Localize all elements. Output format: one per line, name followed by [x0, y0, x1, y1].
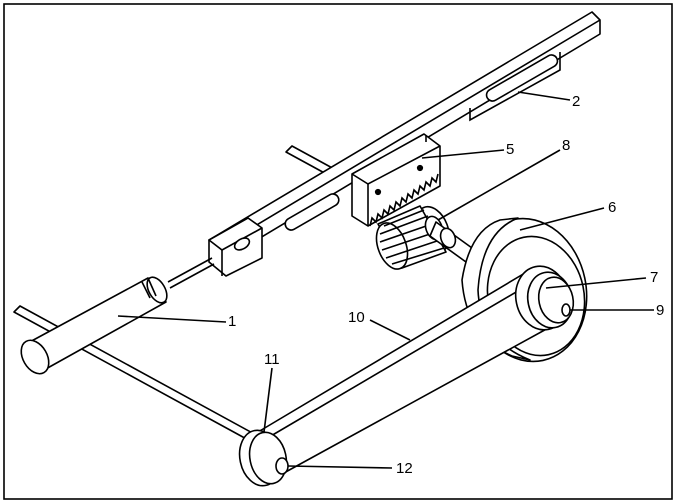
pinion-gear — [375, 205, 450, 270]
rack-teeth — [369, 173, 439, 227]
lower-pulley — [238, 429, 289, 487]
part-labels: 1 2 5 6 7 8 9 10 11 12 — [228, 93, 664, 477]
label-6: 6 — [608, 199, 616, 216]
cylinder — [20, 276, 168, 375]
gear-rack — [351, 133, 441, 227]
label-9: 9 — [656, 302, 664, 319]
label-11: 11 — [264, 351, 280, 368]
pinion-teeth — [379, 209, 445, 265]
slotted-rail — [208, 11, 601, 277]
leader-lines — [117, 91, 654, 469]
belt — [257, 269, 553, 475]
label-2: 2 — [572, 93, 580, 110]
label-1: 1 — [228, 313, 236, 330]
label-10: 10 — [348, 309, 365, 326]
rail-slot-left — [284, 193, 340, 231]
rail-slot-right — [485, 54, 559, 102]
label-12: 12 — [396, 460, 413, 477]
label-5: 5 — [506, 141, 514, 158]
outer-frame — [3, 3, 673, 500]
push-rod — [167, 257, 215, 289]
label-7: 7 — [650, 269, 658, 286]
label-8: 8 — [562, 137, 570, 154]
base-rod — [13, 305, 259, 443]
